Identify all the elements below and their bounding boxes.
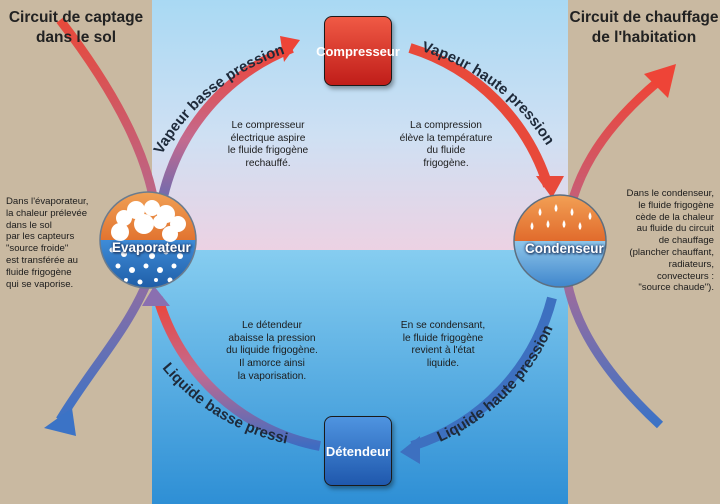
compresseur-box: Compresseur — [316, 16, 400, 86]
right-outer-arrowhead — [644, 64, 676, 98]
arrowhead-to-condenseur — [536, 176, 564, 198]
arc-liquide-haute — [410, 296, 557, 451]
note-compresseur: Le compresseur électrique aspire le flui… — [227, 120, 309, 169]
condenseur-label: Condenseur — [525, 241, 604, 256]
right-panel-title: Circuit de chauffage de l'habitation — [569, 9, 719, 47]
arc-liquide-basse — [153, 296, 321, 451]
arrowhead-to-evaporateur — [142, 286, 170, 306]
left-outer-arrowhead — [44, 408, 76, 436]
compresseur-label: Compresseur — [316, 43, 400, 59]
note-detendeur: Le détendeur abaisse la pression du liqu… — [226, 320, 318, 382]
note-condensation: En se condensant, le fluide frigogène re… — [400, 320, 486, 369]
right-panel-description: Dans le condenseur, le fluide frigogène … — [626, 188, 714, 294]
evaporateur-label: Evaporateur — [112, 240, 191, 255]
arc-vapeur-haute — [408, 43, 553, 188]
arrowhead-to-detendeur — [400, 436, 420, 464]
left-panel-title: Circuit de captage dans le sol — [8, 9, 144, 47]
left-panel-description: Dans l'évaporateur, la chaleur prélevée … — [6, 196, 89, 290]
note-compression: La compression élève la température du f… — [399, 120, 493, 169]
detendeur-box: Détendeur — [324, 416, 392, 486]
detendeur-label: Détendeur — [325, 443, 391, 459]
arrowhead-to-compresseur — [280, 36, 300, 62]
